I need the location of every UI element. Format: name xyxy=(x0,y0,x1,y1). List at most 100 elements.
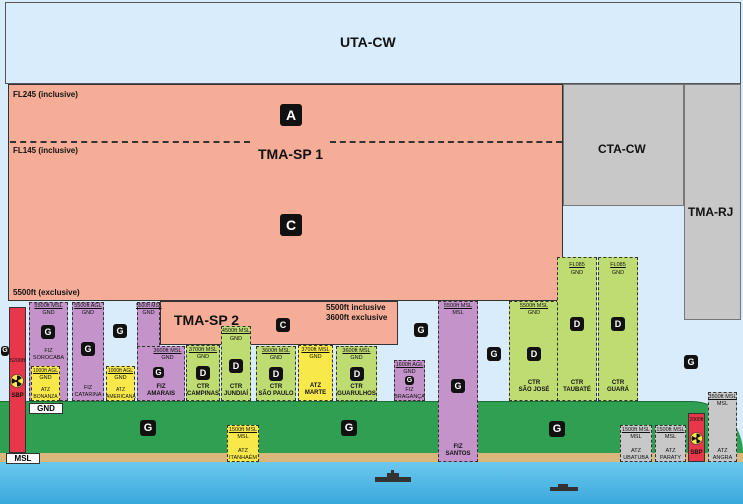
ship-icon xyxy=(375,470,411,482)
atz-paraty-area xyxy=(655,425,686,462)
class-g-badge: G xyxy=(549,421,565,437)
fiz-braganca-top: 1600ft AGL xyxy=(395,362,424,368)
fiz-amarais-bottom: GND xyxy=(161,355,174,361)
tma-sp2-inclusive: 5500ft inclusive xyxy=(326,303,386,312)
atz-marte-bottom: GND xyxy=(309,354,322,360)
ctr-taubate-top: FL085 xyxy=(569,262,585,268)
ctr-campinas-name: CTR CAMPINAS xyxy=(186,384,219,397)
class-g-badge: G xyxy=(113,324,127,338)
atz-ubatuba-name: ATZ UBATUBA xyxy=(623,448,649,461)
ctr-taubate-bottom: GND xyxy=(570,270,584,276)
ctr-saopaulo-class: D xyxy=(269,367,283,381)
fl145-label: FL145 (inclusive) xyxy=(13,146,78,155)
fiz-sorocaba-class: G xyxy=(41,325,55,339)
ctr-saojose-bottom: GND xyxy=(527,310,541,316)
radiation-icon xyxy=(690,432,703,445)
fiz-amarais-top: 3600ft MSL xyxy=(153,348,182,354)
atz-paraty-top: 1500ft MSL xyxy=(656,427,685,433)
fiz-braganca-name: FIZ BRAGANÇA xyxy=(394,387,425,400)
sea xyxy=(0,462,743,504)
ship-icon xyxy=(550,484,578,491)
atz-ubatuba-top: 1500ft MSL xyxy=(621,427,651,433)
uta-cw-label: UTA-CW xyxy=(340,34,396,50)
atz-americana-name: ATZ AMERICANA xyxy=(106,387,136,400)
gnd-label: GND xyxy=(29,403,63,414)
radiation-icon xyxy=(10,374,24,388)
atz-itanhaem-bottom: MSL xyxy=(237,434,249,440)
fiz-santos-top: 5500ft MSL xyxy=(443,303,473,309)
atz-itanhaem-area xyxy=(227,425,259,462)
atz-paraty-bottom: MSL xyxy=(664,434,677,440)
atz-angra-top: 3500ft MSL xyxy=(708,394,737,400)
atz-itanhaem-top: 1500ft MSL xyxy=(228,427,258,433)
ctr-jundiai-name: CTR JUNDIAÍ xyxy=(223,384,248,397)
fiz-santos-bottom: MSL xyxy=(452,310,464,316)
ctr-guarulhos-name: CTR GUARULHOS xyxy=(337,384,376,397)
atz-marte-area xyxy=(298,345,333,401)
ctr-guara-name: CTR GUARÁ xyxy=(607,380,629,393)
atz-americana-bottom: GND xyxy=(114,375,127,381)
fiz-amarais-upper-top: 5500ft MSL xyxy=(136,303,162,309)
ground xyxy=(0,401,743,453)
fiz-catarina-bottom: GND xyxy=(81,310,95,316)
sbp-left-name: SBP xyxy=(11,393,24,399)
msl-label: MSL xyxy=(6,453,40,464)
tma-sp2-class-badge: C xyxy=(276,318,290,332)
fiz-catarina-top: 5500ft AGL xyxy=(74,303,102,309)
sbp-left-alt: 5200ft xyxy=(9,358,26,364)
ctr-saopaulo-bottom: GND xyxy=(269,355,283,361)
class-g-badge: G xyxy=(341,420,357,436)
atz-americana-area xyxy=(106,366,135,401)
ctr-taubate-name: CTR TAUBATÉ xyxy=(563,380,591,393)
atz-angra-bottom: MSL xyxy=(716,401,729,407)
atz-marte-name: ATZ MARTE xyxy=(304,383,327,396)
sbp-right-name: SBP xyxy=(690,450,703,456)
tma-rj-area xyxy=(684,84,741,320)
tma-sp2-label: TMA-SP 2 xyxy=(174,312,240,328)
ctr-saopaulo-name: CTR SÃO PAULO xyxy=(258,384,294,397)
ctr-campinas-bottom: GND xyxy=(196,354,210,360)
atz-ubatuba-area xyxy=(620,425,652,462)
ctr-guara-class: D xyxy=(611,317,625,331)
fiz-sorocaba-bottom: GND xyxy=(42,310,55,316)
ctr-guarulhos-class: D xyxy=(350,367,364,381)
ctr-guara-bottom: GND xyxy=(611,270,625,276)
atz-paraty-name: ATZ PARATY xyxy=(659,448,682,461)
ctr-campinas-area xyxy=(186,345,220,401)
ctr-saopaulo-top: 3600ft MSL xyxy=(261,348,291,354)
fiz-amarais-name: FIZ AMARAIS xyxy=(147,384,175,397)
atz-bonanza-area xyxy=(31,366,60,401)
fiz-braganca-bottom: GND xyxy=(403,369,416,375)
fiz-santos-class: G xyxy=(451,379,465,393)
atz-angra-name: ATZ ANGRA xyxy=(712,448,733,461)
tma-rj-label: TMA-RJ xyxy=(688,205,734,219)
fiz-catarina-class: G xyxy=(81,342,95,356)
sbp-right-alt: 2000ft xyxy=(689,417,704,423)
fiz-catarina-name: FIZ CATARINA xyxy=(74,385,102,398)
atz-ubatuba-bottom: MSL xyxy=(630,434,642,440)
ctr-taubate-class: D xyxy=(570,317,584,331)
fiz-braganca-class: G xyxy=(405,376,414,385)
class-a-badge: A xyxy=(280,104,302,126)
class-c-badge: C xyxy=(280,214,302,236)
atz-itanhaem-name: ATZ ITANHAÉM xyxy=(228,448,257,461)
fiz-sorocaba-top: 5500ft MSL xyxy=(34,303,63,309)
atz-bonanza-top: 1000ft AGL xyxy=(32,368,59,374)
class-g-badge: G xyxy=(140,420,156,436)
ctr-guarulhos-bottom: GND xyxy=(350,355,363,361)
ctr-saojose-top: 5500ft MSL xyxy=(519,303,549,309)
fl245-label: FL245 (inclusive) xyxy=(13,90,78,99)
atz-marte-top: 3700ft MSL xyxy=(301,347,330,353)
sand-strip xyxy=(0,453,743,462)
exclusive-label: 5500ft (exclusive) xyxy=(13,288,80,297)
fiz-braganca-area xyxy=(394,360,425,401)
class-g-badge: G xyxy=(684,355,698,369)
ctr-guara-top: FL085 xyxy=(610,262,626,268)
ctr-campinas-class: D xyxy=(196,366,210,380)
fl145-dashed-line-left xyxy=(10,141,250,143)
ctr-saojose-class: D xyxy=(527,347,541,361)
tma-sp2-exclusive: 3600ft exclusive xyxy=(326,313,388,322)
atz-bonanza-bottom: GND xyxy=(39,375,52,381)
tma-sp1-label: TMA-SP 1 xyxy=(258,146,324,162)
